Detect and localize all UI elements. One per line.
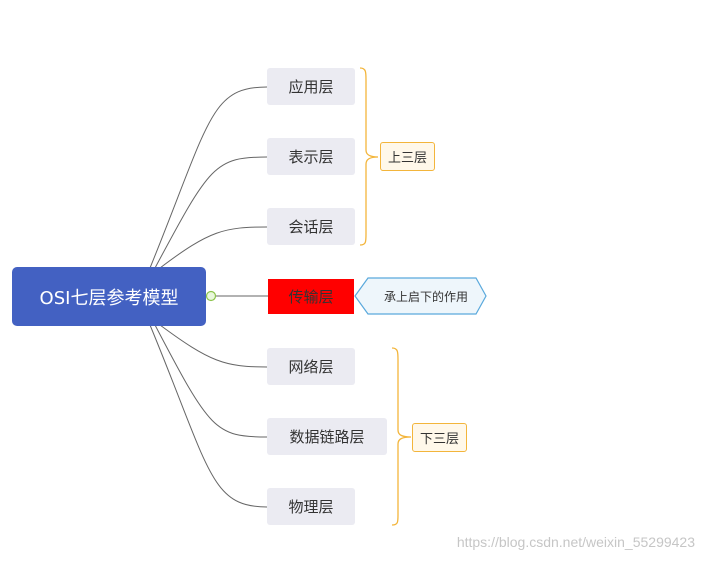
callout-label[interactable]: 承上启下的作用 xyxy=(383,289,468,304)
connector-session xyxy=(159,226,268,269)
summary-lower-three[interactable]: 下三层 xyxy=(412,423,467,452)
connector-presentation xyxy=(154,156,268,269)
connector-network xyxy=(159,324,268,368)
connector-physical xyxy=(149,324,268,508)
layer-session[interactable]: 会话层 xyxy=(267,208,355,245)
bracket-lower xyxy=(391,347,412,526)
bracket-upper xyxy=(359,67,379,246)
junction-dot xyxy=(205,290,217,302)
layer-physical[interactable]: 物理层 xyxy=(267,488,355,525)
connector-application xyxy=(149,86,268,269)
summary-upper-three[interactable]: 上三层 xyxy=(380,142,435,171)
connector-datalink xyxy=(154,324,268,438)
layer-transport[interactable]: 传输层 xyxy=(268,279,354,314)
layer-datalink[interactable]: 数据链路层 xyxy=(267,418,387,455)
watermark-text: https://blog.csdn.net/weixin_55299423 xyxy=(456,534,695,550)
layer-application[interactable]: 应用层 xyxy=(267,68,355,105)
layer-presentation[interactable]: 表示层 xyxy=(267,138,355,175)
callout-shape xyxy=(354,277,487,315)
layer-network[interactable]: 网络层 xyxy=(267,348,355,385)
root-node[interactable]: OSI七层参考模型 xyxy=(12,267,206,326)
